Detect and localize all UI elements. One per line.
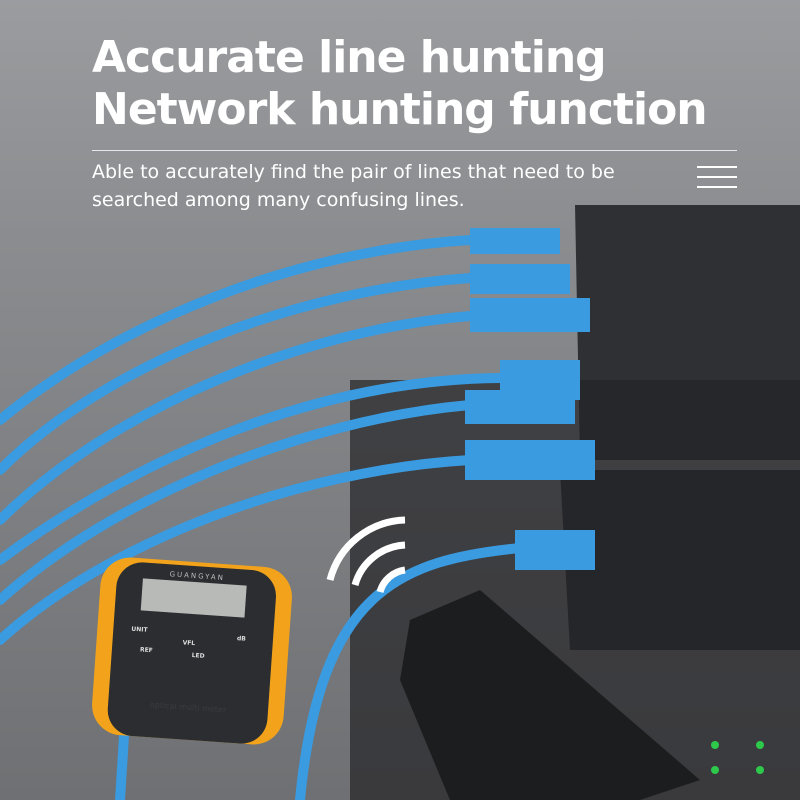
headline-line1: Accurate line hunting bbox=[92, 32, 607, 83]
key-db: dB bbox=[236, 635, 247, 643]
headline: Accurate line hunting Network hunting fu… bbox=[92, 32, 708, 136]
device-label: optical multi meter bbox=[149, 700, 227, 715]
key-ref: REF bbox=[139, 646, 153, 655]
key-vfl: VFL bbox=[182, 639, 196, 648]
rj45-plugs bbox=[465, 228, 595, 570]
subtitle: Able to accurately find the pair of line… bbox=[92, 161, 615, 211]
tracer-probe bbox=[400, 590, 700, 800]
cables bbox=[0, 235, 525, 800]
optical-meter: GUANGYAN UNIT VFL REF LED dB optical mul… bbox=[90, 555, 294, 747]
device-screen bbox=[140, 578, 247, 618]
menu-icon[interactable] bbox=[697, 166, 737, 190]
signal-waves-icon bbox=[326, 516, 406, 594]
divider bbox=[92, 150, 737, 151]
switch-leds bbox=[711, 741, 764, 774]
headline-line2: Network hunting function bbox=[92, 84, 708, 135]
key-unit: UNIT bbox=[131, 625, 148, 634]
key-led: LED bbox=[191, 651, 205, 660]
